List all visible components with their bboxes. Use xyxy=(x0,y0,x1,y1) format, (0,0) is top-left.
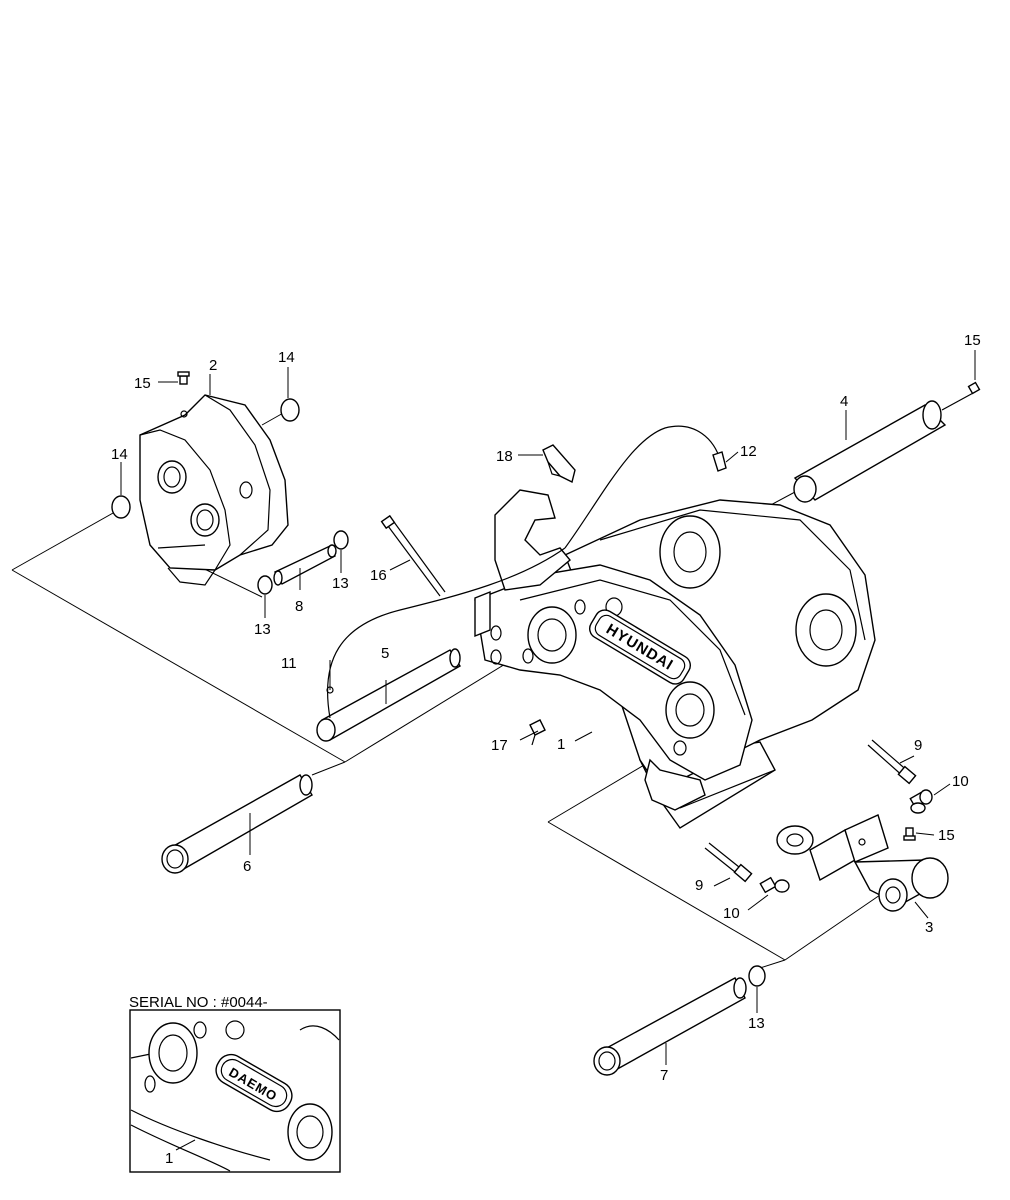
part-14-oring-lower xyxy=(111,495,131,519)
part-15-grease-nipple-cylinder xyxy=(903,827,916,841)
part-2-link xyxy=(139,394,289,586)
part-10-fitting-lower xyxy=(759,876,790,894)
callout-15-left: 15 xyxy=(134,375,151,392)
serial-inset: SERIAL NO : #0044- DAEMO 1 xyxy=(129,994,341,1173)
callout-leaders xyxy=(120,350,976,1065)
callout-2: 2 xyxy=(209,357,217,374)
part-8-pin xyxy=(273,544,337,586)
part-3-cylinder xyxy=(776,814,949,912)
part-9-bolt-lower xyxy=(704,842,753,883)
callout-9-upper: 9 xyxy=(914,737,922,754)
callout-10-lower: 10 xyxy=(723,905,740,922)
callout-18: 18 xyxy=(496,448,513,465)
part-14-oring-upper xyxy=(280,398,300,422)
callout-6: 6 xyxy=(243,858,251,875)
part-13-oring-b xyxy=(257,575,273,595)
lock-plate xyxy=(474,590,491,638)
callout-17: 17 xyxy=(491,737,508,754)
assembly-lines xyxy=(11,411,881,969)
part-10-fitting-upper xyxy=(909,789,933,814)
callout-15-cylinder: 15 xyxy=(938,827,955,844)
part-15-grease-nipple-right-top xyxy=(967,381,981,395)
part-17-grease-nipple xyxy=(529,719,546,746)
part-13-oring-a xyxy=(333,530,349,550)
callout-11: 11 xyxy=(281,655,297,672)
part-12-chain xyxy=(564,425,721,549)
part-16-bolt xyxy=(380,514,446,597)
callout-12: 12 xyxy=(740,443,757,460)
callout-16: 16 xyxy=(370,567,387,584)
part-6-pin xyxy=(161,774,313,874)
callout-inset-1: 1 xyxy=(165,1150,173,1167)
callout-4: 4 xyxy=(840,393,848,410)
callout-13-c: 13 xyxy=(748,1015,765,1032)
callout-3: 3 xyxy=(925,919,933,936)
callouts: 1 2 3 4 5 6 7 8 9 9 10 10 11 12 13 13 13… xyxy=(111,332,981,1084)
part-5-pin xyxy=(316,648,461,742)
callout-13-b: 13 xyxy=(254,621,271,638)
callout-10-upper: 10 xyxy=(952,773,969,790)
callout-13-a: 13 xyxy=(332,575,349,592)
part-7-pin xyxy=(593,977,747,1076)
part-15-grease-nipple-left xyxy=(177,371,190,385)
part-4-pin xyxy=(793,391,976,503)
callout-7: 7 xyxy=(660,1067,668,1084)
callout-15-top-right: 15 xyxy=(964,332,981,349)
part-13-oring-c xyxy=(748,965,766,987)
part-9-bolt-upper xyxy=(867,739,917,785)
callout-5: 5 xyxy=(381,645,389,662)
callout-1: 1 xyxy=(557,736,565,753)
callout-14-upper: 14 xyxy=(278,349,295,366)
callout-8: 8 xyxy=(295,598,303,615)
serial-inset-title: SERIAL NO : #0044- xyxy=(129,994,268,1011)
callout-14-lower: 14 xyxy=(111,446,128,463)
callout-9-lower: 9 xyxy=(695,877,703,894)
part-18-clip xyxy=(542,444,576,484)
part-1-coupler-body: HYUNDAI xyxy=(474,489,876,829)
